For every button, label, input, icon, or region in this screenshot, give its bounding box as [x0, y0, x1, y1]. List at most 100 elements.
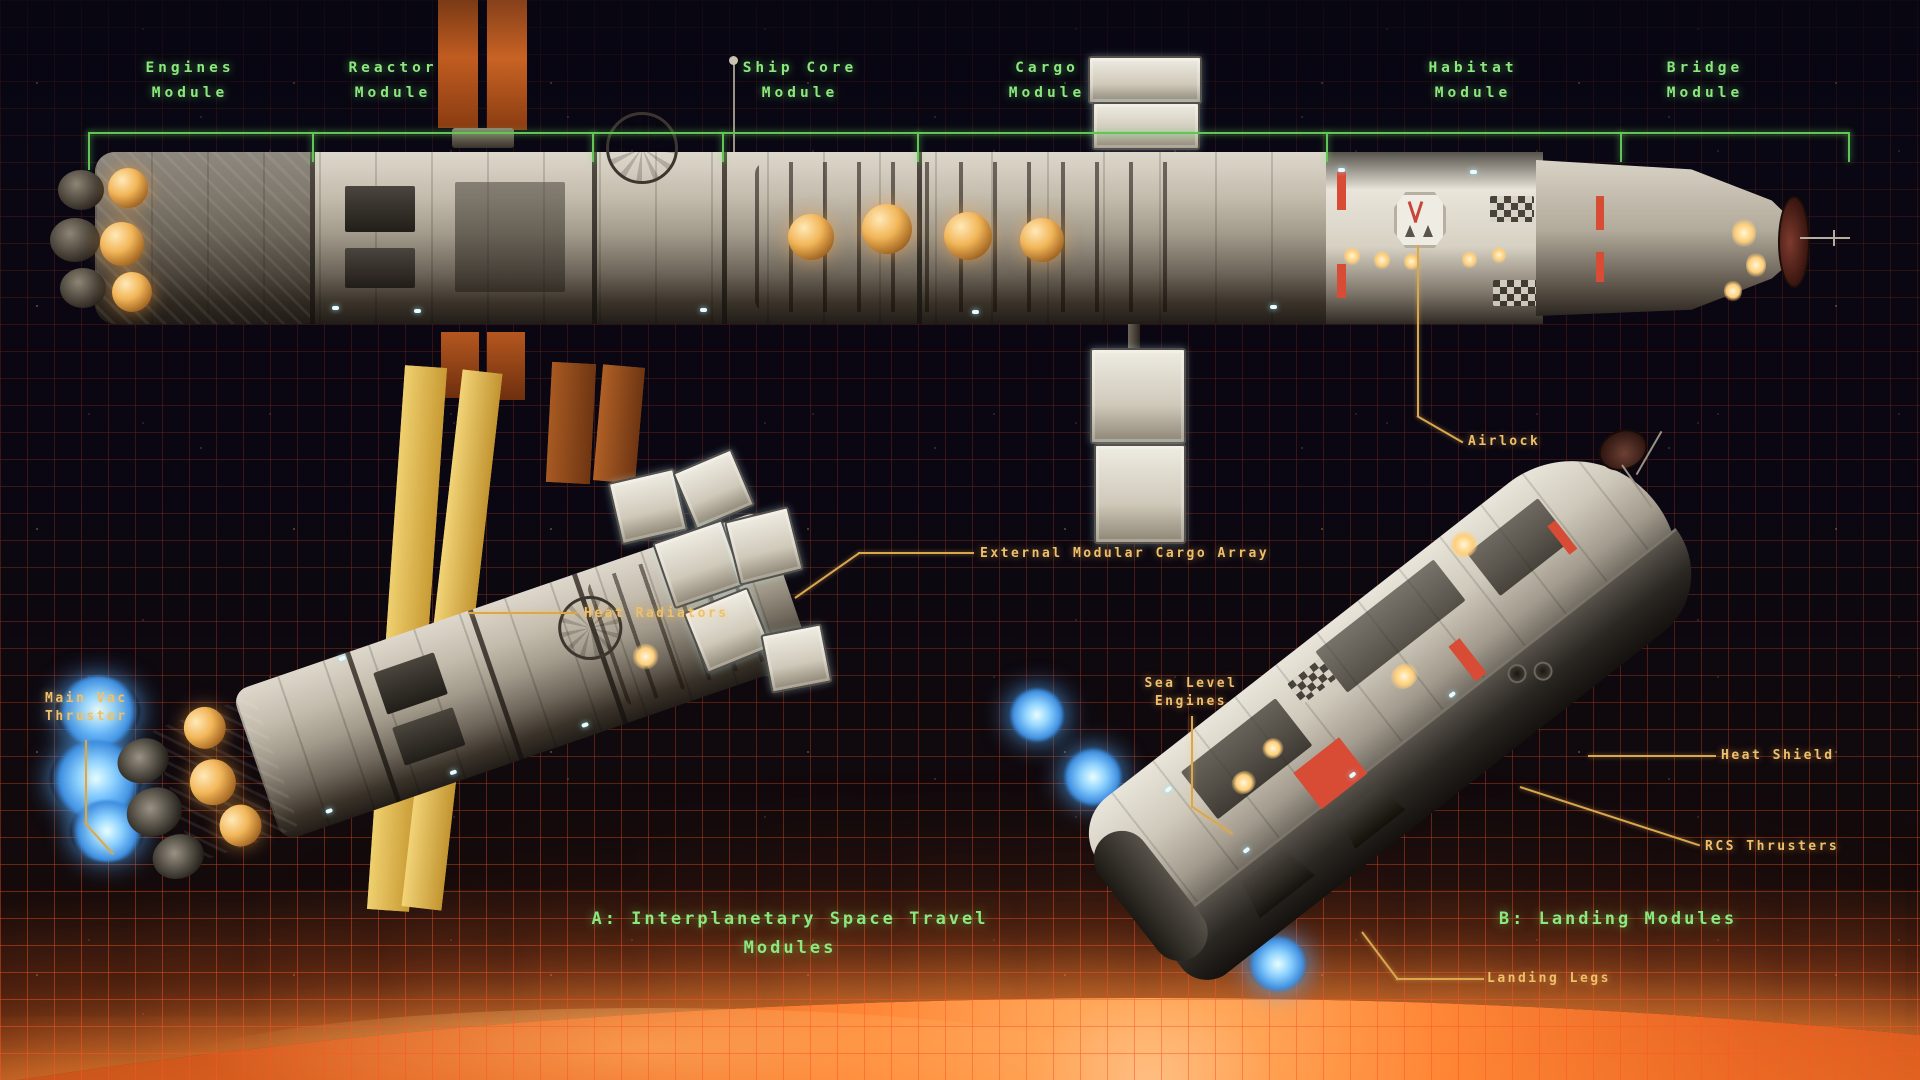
hull-light	[700, 308, 707, 312]
antenna-tip	[729, 56, 738, 65]
cargo-box	[1092, 102, 1200, 150]
cargo-box	[1094, 444, 1186, 544]
module-label-line2: Module	[151, 85, 229, 101]
callout-heat-radiators: Heat Radiators	[584, 606, 729, 621]
module-label-line1: Reactor	[348, 60, 438, 76]
bracket-tick	[312, 132, 314, 162]
callout-main-vac-thruster: Main Vac Thruster	[45, 690, 128, 725]
propellant-sphere	[112, 272, 152, 312]
main-vac-leader-line	[85, 740, 87, 824]
nose-red-stripe	[1596, 252, 1604, 282]
callout-line2: Thruster	[45, 708, 128, 724]
airlock-leader-line	[1417, 245, 1419, 417]
engine-plume-blue	[56, 676, 140, 746]
porthole-light	[1344, 246, 1360, 266]
bow-antenna-cross	[1833, 230, 1835, 246]
solar-panel-icon	[487, 332, 525, 400]
caption-section-a: A: Interplanetary Space Travel Modules	[530, 905, 1050, 963]
bracket-tick	[1326, 132, 1328, 162]
antenna-mast-icon	[733, 60, 735, 152]
gold-tank	[788, 214, 834, 260]
solar-panel-icon	[438, 0, 478, 128]
module-label-line2: Module	[1434, 85, 1512, 101]
hull-ring	[592, 152, 597, 324]
callout-landing-legs: Landing Legs	[1487, 971, 1611, 986]
module-label-line2: Module	[1008, 85, 1086, 101]
caption-a-line1: A: Interplanetary Space Travel	[591, 909, 989, 929]
module-label-reactor: Reactor Module	[283, 56, 503, 106]
hull-light	[1470, 170, 1477, 174]
habitat-red-stripe	[1337, 172, 1346, 210]
sea-level-leader-line	[1191, 716, 1193, 806]
habitat-checker-band	[1490, 196, 1534, 222]
engine-nozzle-icon	[60, 268, 106, 308]
hull-light	[1270, 305, 1277, 309]
cargo-box	[1088, 56, 1202, 104]
bow-dish-icon	[1778, 196, 1810, 288]
module-label-line1: Cargo	[1015, 60, 1079, 76]
callout-line1: Main Vac	[45, 691, 128, 706]
hull-light	[414, 309, 421, 313]
gold-tank	[1020, 218, 1064, 262]
module-label-habitat: Habitat Module	[1363, 56, 1583, 106]
radiator-panel-dark	[545, 361, 597, 485]
module-label-line1: Engines	[145, 60, 235, 76]
module-label-line2: Module	[354, 85, 432, 101]
nose-red-stripe	[1596, 196, 1604, 230]
habitat-red-stripe	[1337, 264, 1346, 298]
cargo-box	[760, 623, 833, 694]
reactor-panel	[345, 248, 415, 288]
module-label-line2: Module	[1666, 85, 1744, 101]
solar-panel-hinge	[452, 128, 514, 148]
callout-cargo-array: External Modular Cargo Array	[980, 546, 1270, 561]
hull-ring	[722, 152, 727, 324]
hull-light	[332, 306, 339, 310]
bracket-tick	[917, 132, 919, 162]
bracket-tick	[1620, 132, 1622, 162]
cargo-box	[1090, 348, 1186, 444]
gold-tank	[862, 204, 912, 254]
top-vignette	[0, 0, 1920, 150]
callout-sea-level-engines: Sea Level Engines	[1111, 675, 1271, 710]
hatch-leg	[1405, 225, 1415, 237]
landing-legs-leader-line	[1396, 978, 1484, 980]
porthole-light	[1462, 250, 1477, 269]
solar-panel-icon	[487, 0, 527, 130]
engine-plume-blue	[1008, 688, 1066, 742]
bridge-window-light	[1746, 252, 1766, 278]
bracket-tick	[88, 132, 90, 170]
bracket-tick	[592, 132, 594, 162]
hatch-leg	[1423, 225, 1433, 237]
module-label-line1: Bridge	[1666, 60, 1744, 76]
hull-light	[1338, 168, 1345, 172]
hull-ring	[310, 152, 315, 324]
callout-line2: Engines	[1154, 693, 1228, 709]
core-dome-icon	[606, 112, 678, 184]
module-label-ship-core: Ship Core Module	[690, 56, 910, 106]
heat-shield-leader-line	[1588, 755, 1716, 757]
callout-rcs-thrusters: RCS Thrusters	[1705, 839, 1840, 854]
cargo-array-leader-line	[858, 552, 974, 554]
caption-a-line2: Modules	[743, 938, 837, 958]
cargo-box	[724, 505, 805, 586]
porthole-light	[1374, 250, 1390, 270]
bracket-tick	[722, 132, 724, 162]
cargo-truss	[1128, 322, 1140, 350]
porthole-light	[1492, 246, 1506, 264]
callout-heat-shield: Heat Shield	[1721, 748, 1835, 763]
module-label-bridge: Bridge Module	[1595, 56, 1815, 106]
module-label-line2: Module	[761, 85, 839, 101]
engine-nozzle-icon	[50, 218, 100, 262]
porthole-light	[1404, 252, 1419, 271]
module-label-engines: Engines Module	[80, 56, 300, 106]
bridge-window-light	[1724, 280, 1742, 302]
reactor-panel	[345, 186, 415, 232]
caption-section-b: B: Landing Modules	[1498, 909, 1738, 929]
heat-radiators-leader-line	[468, 612, 578, 614]
bracket-tick	[1848, 132, 1850, 162]
bracket-horizontal-line	[88, 132, 1850, 134]
bow-antenna-spike	[1800, 237, 1850, 239]
gold-tank	[944, 212, 992, 260]
propellant-sphere	[100, 222, 144, 266]
